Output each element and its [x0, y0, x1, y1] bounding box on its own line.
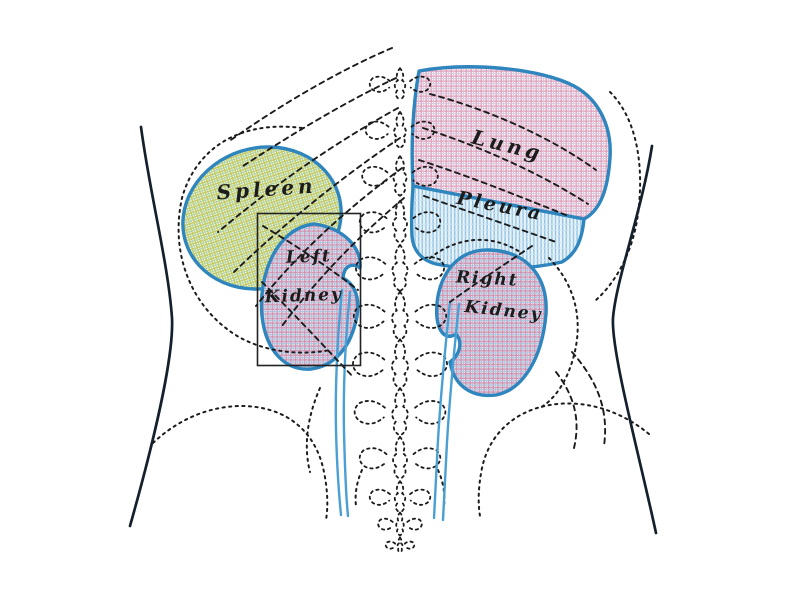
right-kidney-label-line1: Right [454, 267, 519, 290]
left-ureter-line [334, 288, 344, 517]
iliac-fan-line [555, 371, 578, 449]
iliac-crest-left [152, 405, 329, 521]
iliac-crest-right [477, 402, 650, 517]
lung-body [410, 65, 612, 221]
sacrum-edge-line [354, 469, 363, 507]
torso-outline-left [128, 125, 174, 528]
spleen-surround-line [177, 125, 331, 354]
iliac-fan-line [571, 351, 607, 447]
rib-line [423, 195, 557, 243]
rib-line [217, 107, 399, 233]
rib-line [239, 77, 397, 169]
pleural-reflection-line [595, 91, 642, 301]
left-ureter-line [342, 290, 352, 518]
right-kidney-lateral-line [539, 257, 579, 409]
diaphragm-dome-line [429, 238, 521, 259]
rib-line [255, 167, 403, 307]
sacroiliac-line [305, 387, 321, 473]
rib-line [281, 197, 405, 327]
rib-line [449, 245, 533, 303]
rib-cage-lines [217, 47, 597, 379]
left-kidney-label-line1: Left [285, 246, 333, 268]
dotted-guide-lines [152, 91, 650, 521]
rib-line [422, 127, 589, 205]
left-kidney-label-line2: Kidney [263, 285, 343, 308]
rib-line [262, 225, 359, 291]
body-contour [128, 125, 658, 535]
rib-line [227, 47, 393, 143]
rib-line [418, 159, 567, 216]
rib-line [429, 93, 597, 171]
rib-line [261, 281, 355, 379]
right-ureter-line [441, 302, 461, 522]
right-ureter-line [432, 300, 452, 520]
ureters [334, 288, 461, 522]
reference-box [256, 212, 362, 367]
torso-outline-right [611, 144, 658, 535]
rib-line [233, 137, 401, 273]
